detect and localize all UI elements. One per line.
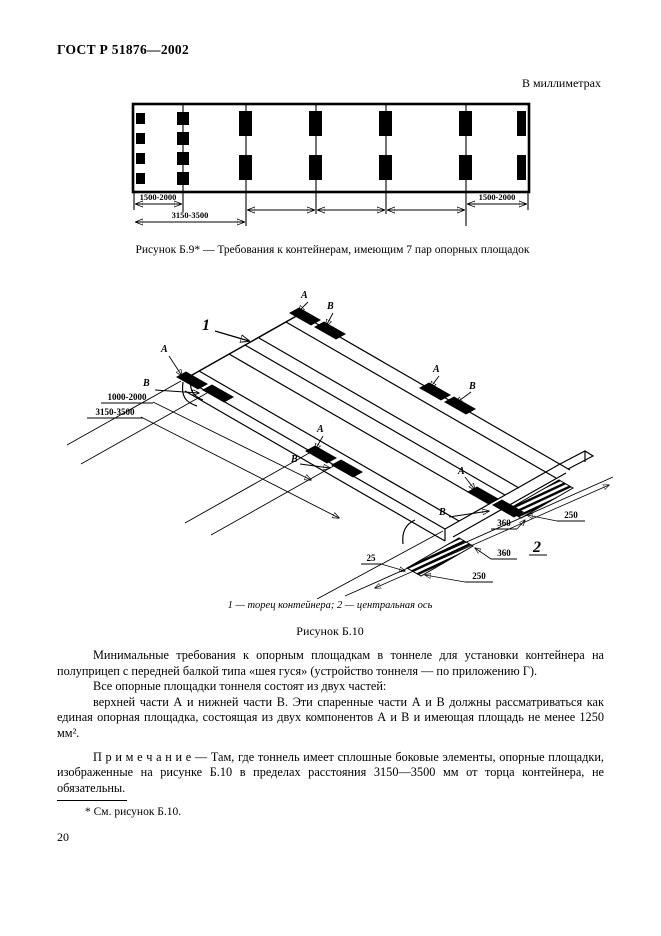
dim-pad-right: 250 xyxy=(564,510,578,520)
paragraph-pads-parts: Все опорные площадки тоннеля состоят из … xyxy=(93,679,387,694)
pad-a-label: A xyxy=(316,424,324,435)
pad-a-label: A xyxy=(160,344,168,355)
hatched-pads xyxy=(405,479,575,577)
dim-pad-width: 25 xyxy=(367,553,377,563)
paragraph-note: П р и м е ч а н и е — Там, где тоннель и… xyxy=(57,749,604,795)
paragraph-requirements: Минимальные требования к опорным площадк… xyxy=(57,648,604,678)
paragraph-pad-area: верхней части А и нижней части В. Эти сп… xyxy=(57,694,604,741)
dimension-lines xyxy=(136,204,526,222)
figure-b10-drawing: 1 2 A B A B A B A B A B 1000-2000 3150-3… xyxy=(66,290,614,599)
ab-arrows xyxy=(154,301,489,518)
dim-gap-lower: 360 xyxy=(497,548,511,558)
container-outline xyxy=(131,102,531,194)
label-central-axis: 2 xyxy=(532,539,541,556)
support-pads xyxy=(136,111,526,185)
figure-b9-drawing: 1500-2000 1500-2000 3150-3500 xyxy=(131,102,531,226)
dim-offset: 1000-2000 xyxy=(108,392,147,402)
dim-pad-bottom: 250 xyxy=(472,571,486,581)
figure-b10-caption: Рисунок Б.10 xyxy=(296,624,364,638)
footnote: * См. рисунок Б.10. xyxy=(85,806,182,818)
pad-b-label: B xyxy=(290,454,298,465)
dim-span: 3150-3500 xyxy=(96,407,135,417)
body-text: Минимальные требования к опорным площадк… xyxy=(57,648,604,796)
dim-gap-upper: 360 xyxy=(497,518,511,528)
pad-b-label: B xyxy=(438,507,446,518)
figure-b10-legend: 1 — торец контейнера; 2 — центральная ос… xyxy=(227,600,433,611)
figure-b9-caption: Рисунок Б.9* — Требования к контейнерам,… xyxy=(135,244,530,256)
dim-label-span: 3150-3500 xyxy=(172,210,209,220)
pad-a-label: A xyxy=(432,364,440,375)
pad-b-label: B xyxy=(326,301,334,312)
label-container-end: 1 xyxy=(202,317,210,334)
units-note: В миллиметрах xyxy=(521,76,601,90)
pad-a-label: A xyxy=(457,466,465,477)
pad-a-label: A xyxy=(300,290,308,301)
footnote-rule xyxy=(57,800,127,801)
pad-b-label: B xyxy=(468,381,476,392)
container-isometric-lines xyxy=(66,313,614,599)
pad-b-label: B xyxy=(142,378,150,389)
page-number: 20 xyxy=(57,830,69,844)
dim-label-left: 1500-2000 xyxy=(140,192,177,202)
dim-label-right: 1500-2000 xyxy=(479,192,516,202)
standard-number: ГОСТ Р 51876—2002 xyxy=(57,42,190,57)
